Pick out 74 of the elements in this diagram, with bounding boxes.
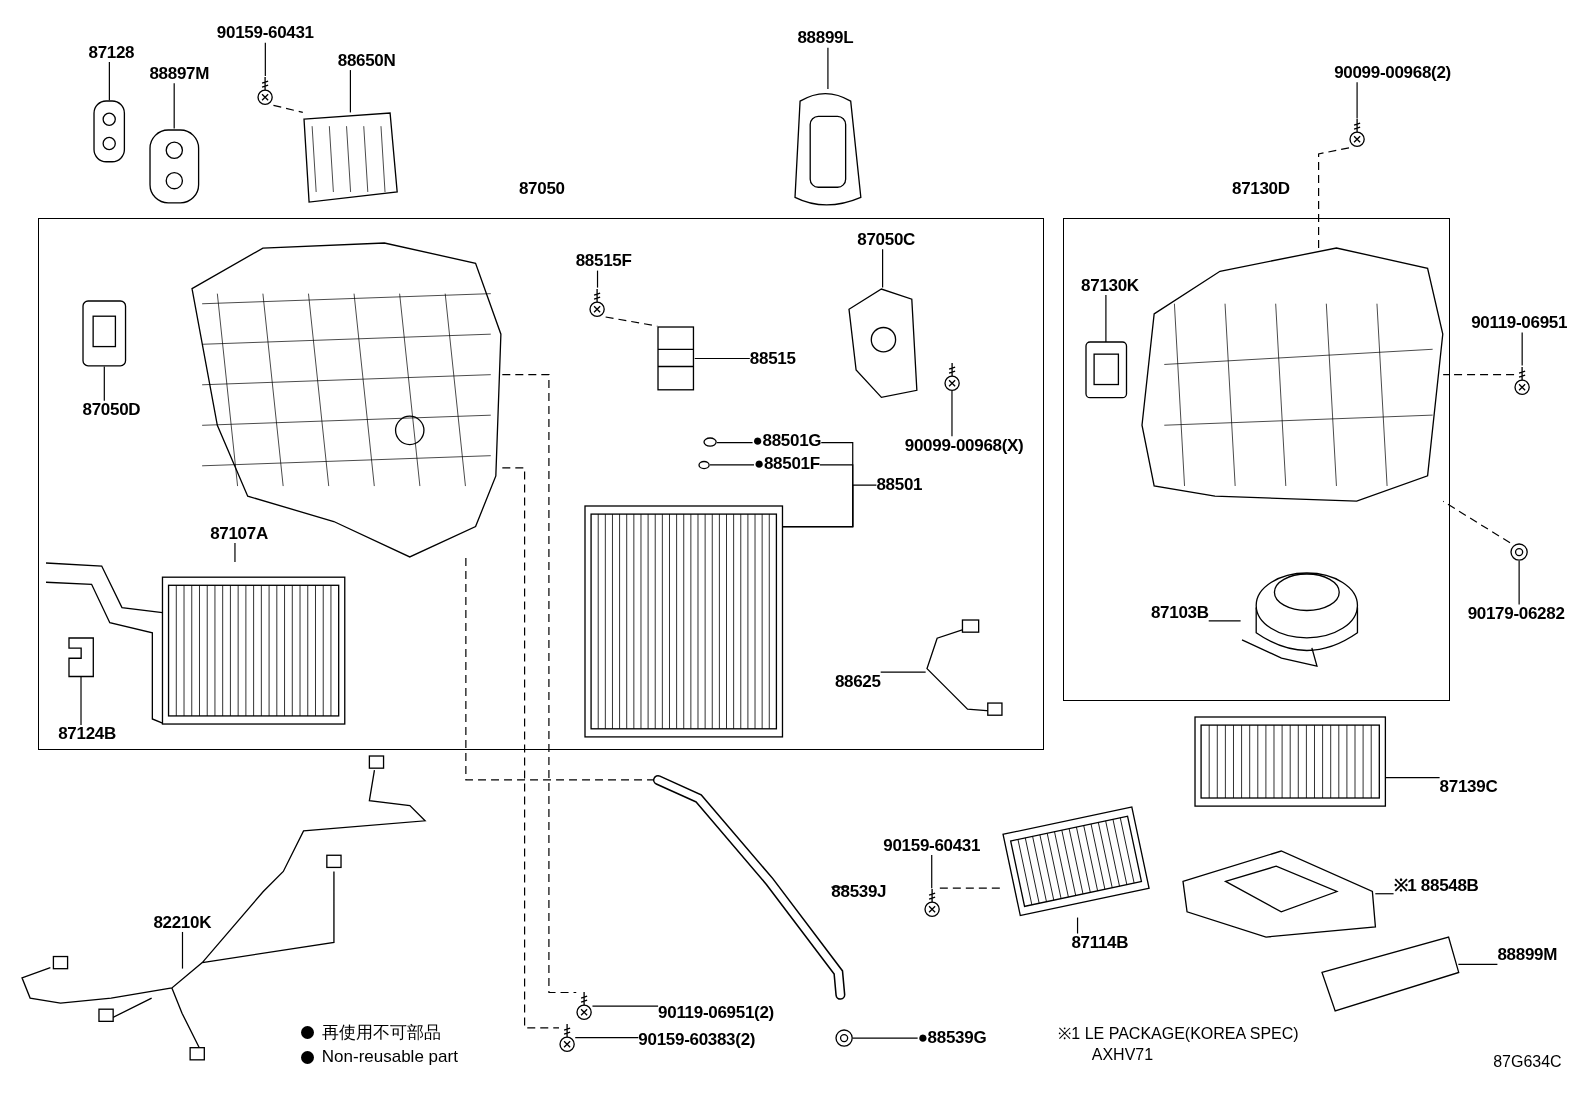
leader-line <box>1105 294 1107 343</box>
part-number: 82210K <box>153 912 212 932</box>
part-number: 87130K <box>1081 275 1139 295</box>
leader-line <box>1318 147 1350 249</box>
part-number: 88899L <box>797 28 854 48</box>
part-number: 88650N <box>337 50 396 70</box>
leader-line <box>465 557 654 781</box>
leader-line <box>852 1037 919 1039</box>
leader-line <box>1374 893 1395 895</box>
part-number: 90159-60431 <box>216 23 314 43</box>
leader-line <box>1076 916 1079 935</box>
part-number: 87128 <box>88 42 135 62</box>
part-number: ※1 88548B <box>1393 875 1479 895</box>
leader-line <box>501 467 560 1029</box>
part-number: ●88539G <box>917 1027 987 1047</box>
leader-line <box>264 42 266 77</box>
legend-text: 再使用不可部品 <box>321 1021 441 1044</box>
note-text: 87G634C <box>1493 1053 1562 1072</box>
leader-line <box>882 248 884 289</box>
leader-line <box>1521 331 1523 367</box>
leader-line <box>1442 500 1511 544</box>
leader-line <box>234 542 236 563</box>
part-number: 87107A <box>210 523 268 543</box>
leader-line <box>1208 620 1242 622</box>
leader-line <box>103 365 105 402</box>
part-number: 87050 <box>518 180 565 199</box>
leader-line <box>931 854 933 889</box>
part-number: 90099-00968(X) <box>904 435 1024 455</box>
part-number: 88501 <box>876 474 923 494</box>
part-number: 90099-00968(2) <box>1334 62 1451 82</box>
part-number: 88625 <box>834 671 881 691</box>
leader-line <box>694 357 751 360</box>
leader-line <box>1457 963 1498 965</box>
part-number: 88515F <box>575 250 632 270</box>
part-number: 88897M <box>149 63 210 83</box>
part-number: 87124B <box>58 723 116 743</box>
leader-line <box>80 675 82 726</box>
part-number: 88899M <box>1497 944 1558 964</box>
leader-line <box>181 931 184 970</box>
leader-line <box>716 441 754 444</box>
part-number: 90159-60383(2) <box>638 1029 756 1049</box>
leader-line <box>709 464 755 466</box>
leader-line <box>501 374 577 994</box>
part-number: ●88501G <box>752 430 822 450</box>
part-number: 88515 <box>749 348 796 368</box>
leader-line <box>596 270 599 289</box>
part-number: 90159-60431 <box>883 835 981 855</box>
part-number: 87050C <box>857 229 916 249</box>
part-number: 90119-06951 <box>1471 312 1568 332</box>
leader-line <box>827 47 829 90</box>
leader-line <box>349 69 351 113</box>
leader-line <box>108 61 110 101</box>
part-number: 90179-06282 <box>1467 603 1565 623</box>
leader-line <box>574 1036 639 1039</box>
part-number: 87139C <box>1439 776 1498 796</box>
part-number: 87114B <box>1071 932 1129 952</box>
part-number: 88539J <box>831 881 887 901</box>
leader-line <box>1356 81 1358 120</box>
part-number: 87130D <box>1232 180 1290 199</box>
leader-line <box>1518 560 1520 605</box>
leader-line <box>880 671 927 673</box>
part-number: ●88501F <box>754 453 820 473</box>
leader-line <box>1442 374 1515 376</box>
legend-text: Non-reusable part <box>321 1047 458 1068</box>
part-number: 90119-06951(2) <box>658 1002 774 1022</box>
part-number: 87050D <box>82 399 141 419</box>
leader-line <box>782 464 854 528</box>
part-number: 87103B <box>1150 602 1209 622</box>
leader-line <box>591 1005 659 1007</box>
note-text: AXHV71 <box>1091 1046 1154 1065</box>
note-text: ※1 LE PACKAGE(KOREA SPEC) <box>1058 1023 1299 1044</box>
leader-line <box>173 82 175 130</box>
leader-line <box>272 104 304 113</box>
leader-line <box>951 390 953 437</box>
